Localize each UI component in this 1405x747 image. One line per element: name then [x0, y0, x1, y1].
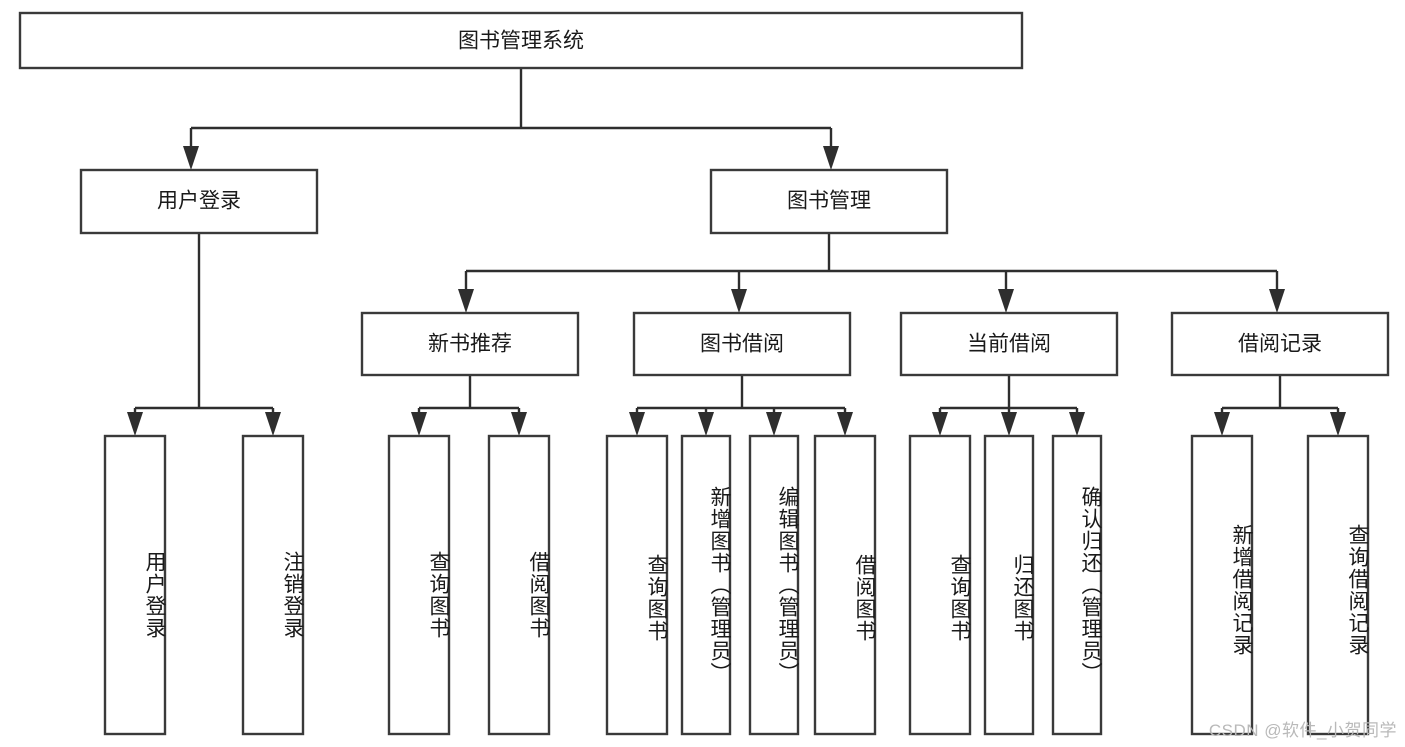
arrow-head-current-borrow-leaf-1	[932, 412, 948, 436]
arrow-head-book-borrow-leaf-2	[698, 412, 714, 436]
connector-group-new-book-recommend	[411, 375, 527, 436]
arrow-head-new-book-leaf-1	[411, 412, 427, 436]
node-leaf-book-borrow-0[interactable]	[605, 434, 669, 736]
node-current-borrow-label: 当前借阅	[967, 333, 1051, 356]
arrow-head-to-borrow-record	[1269, 289, 1285, 313]
node-borrow-record-label: 借阅记录	[1238, 333, 1322, 356]
node-current-borrow[interactable]	[899, 311, 1119, 377]
connector-group-current-borrow	[932, 375, 1085, 436]
connector-group-borrow-record	[1214, 375, 1346, 436]
node-leaf-user-login-1[interactable]	[241, 434, 305, 736]
arrow-head-user-login-leaf-2	[265, 412, 281, 436]
node-root-label: 图书管理系统	[458, 30, 584, 53]
arrow-head-current-borrow-leaf-2	[1001, 412, 1017, 436]
node-book-management-label: 图书管理	[787, 190, 871, 213]
connector-group-root	[183, 68, 839, 170]
node-leaf-current-borrow-1[interactable]	[983, 434, 1035, 736]
node-leaf-current-borrow-2[interactable]	[1051, 434, 1103, 736]
node-new-book-recommend[interactable]	[360, 311, 580, 377]
node-leaf-borrow-record-0[interactable]	[1190, 434, 1254, 736]
node-leaf-current-borrow-0[interactable]	[908, 434, 972, 736]
node-borrow-record[interactable]	[1170, 311, 1390, 377]
node-leaf-book-borrow-1[interactable]	[680, 434, 732, 736]
arrow-head-to-book-borrow	[731, 289, 747, 313]
arrow-head-book-borrow-leaf-3	[766, 412, 782, 436]
node-leaf-book-borrow-3[interactable]	[813, 434, 877, 736]
arrow-head-current-borrow-leaf-3	[1069, 412, 1085, 436]
node-leaf-book-borrow-2[interactable]	[748, 434, 800, 736]
connector-group-book-borrow	[629, 375, 853, 436]
node-leaf-borrow-record-1[interactable]	[1306, 434, 1370, 736]
arrow-head-to-new-book-recommend	[458, 289, 474, 313]
connector-group-user-login	[127, 233, 281, 436]
connector-group-book-manage	[458, 233, 1285, 313]
arrow-head-root-to-user-login	[183, 146, 199, 170]
arrow-head-book-borrow-leaf-1	[629, 412, 645, 436]
node-leaf-user-login-0[interactable]	[103, 434, 167, 736]
node-new-book-recommend-label: 新书推荐	[428, 333, 512, 356]
arrow-head-to-current-borrow	[998, 289, 1014, 313]
arrow-head-book-borrow-leaf-4	[837, 412, 853, 436]
node-root-book-management-system[interactable]	[18, 11, 1024, 70]
arrow-head-user-login-leaf-1	[127, 412, 143, 436]
node-user-login-label: 用户登录	[157, 190, 241, 213]
node-book-borrow-label: 图书借阅	[700, 333, 784, 356]
node-user-login[interactable]	[79, 168, 319, 235]
arrow-head-borrow-record-leaf-1	[1214, 412, 1230, 436]
arrow-head-new-book-leaf-2	[511, 412, 527, 436]
csdn-watermark: CSDN @软件_小贺同学	[1208, 721, 1397, 740]
node-leaf-new-book-1[interactable]	[487, 434, 551, 736]
node-book-management[interactable]	[709, 168, 949, 235]
arrow-head-borrow-record-leaf-2	[1330, 412, 1346, 436]
node-leaf-new-book-0[interactable]	[387, 434, 451, 736]
node-book-borrow[interactable]	[632, 311, 852, 377]
arrow-head-root-to-book-manage	[823, 146, 839, 170]
